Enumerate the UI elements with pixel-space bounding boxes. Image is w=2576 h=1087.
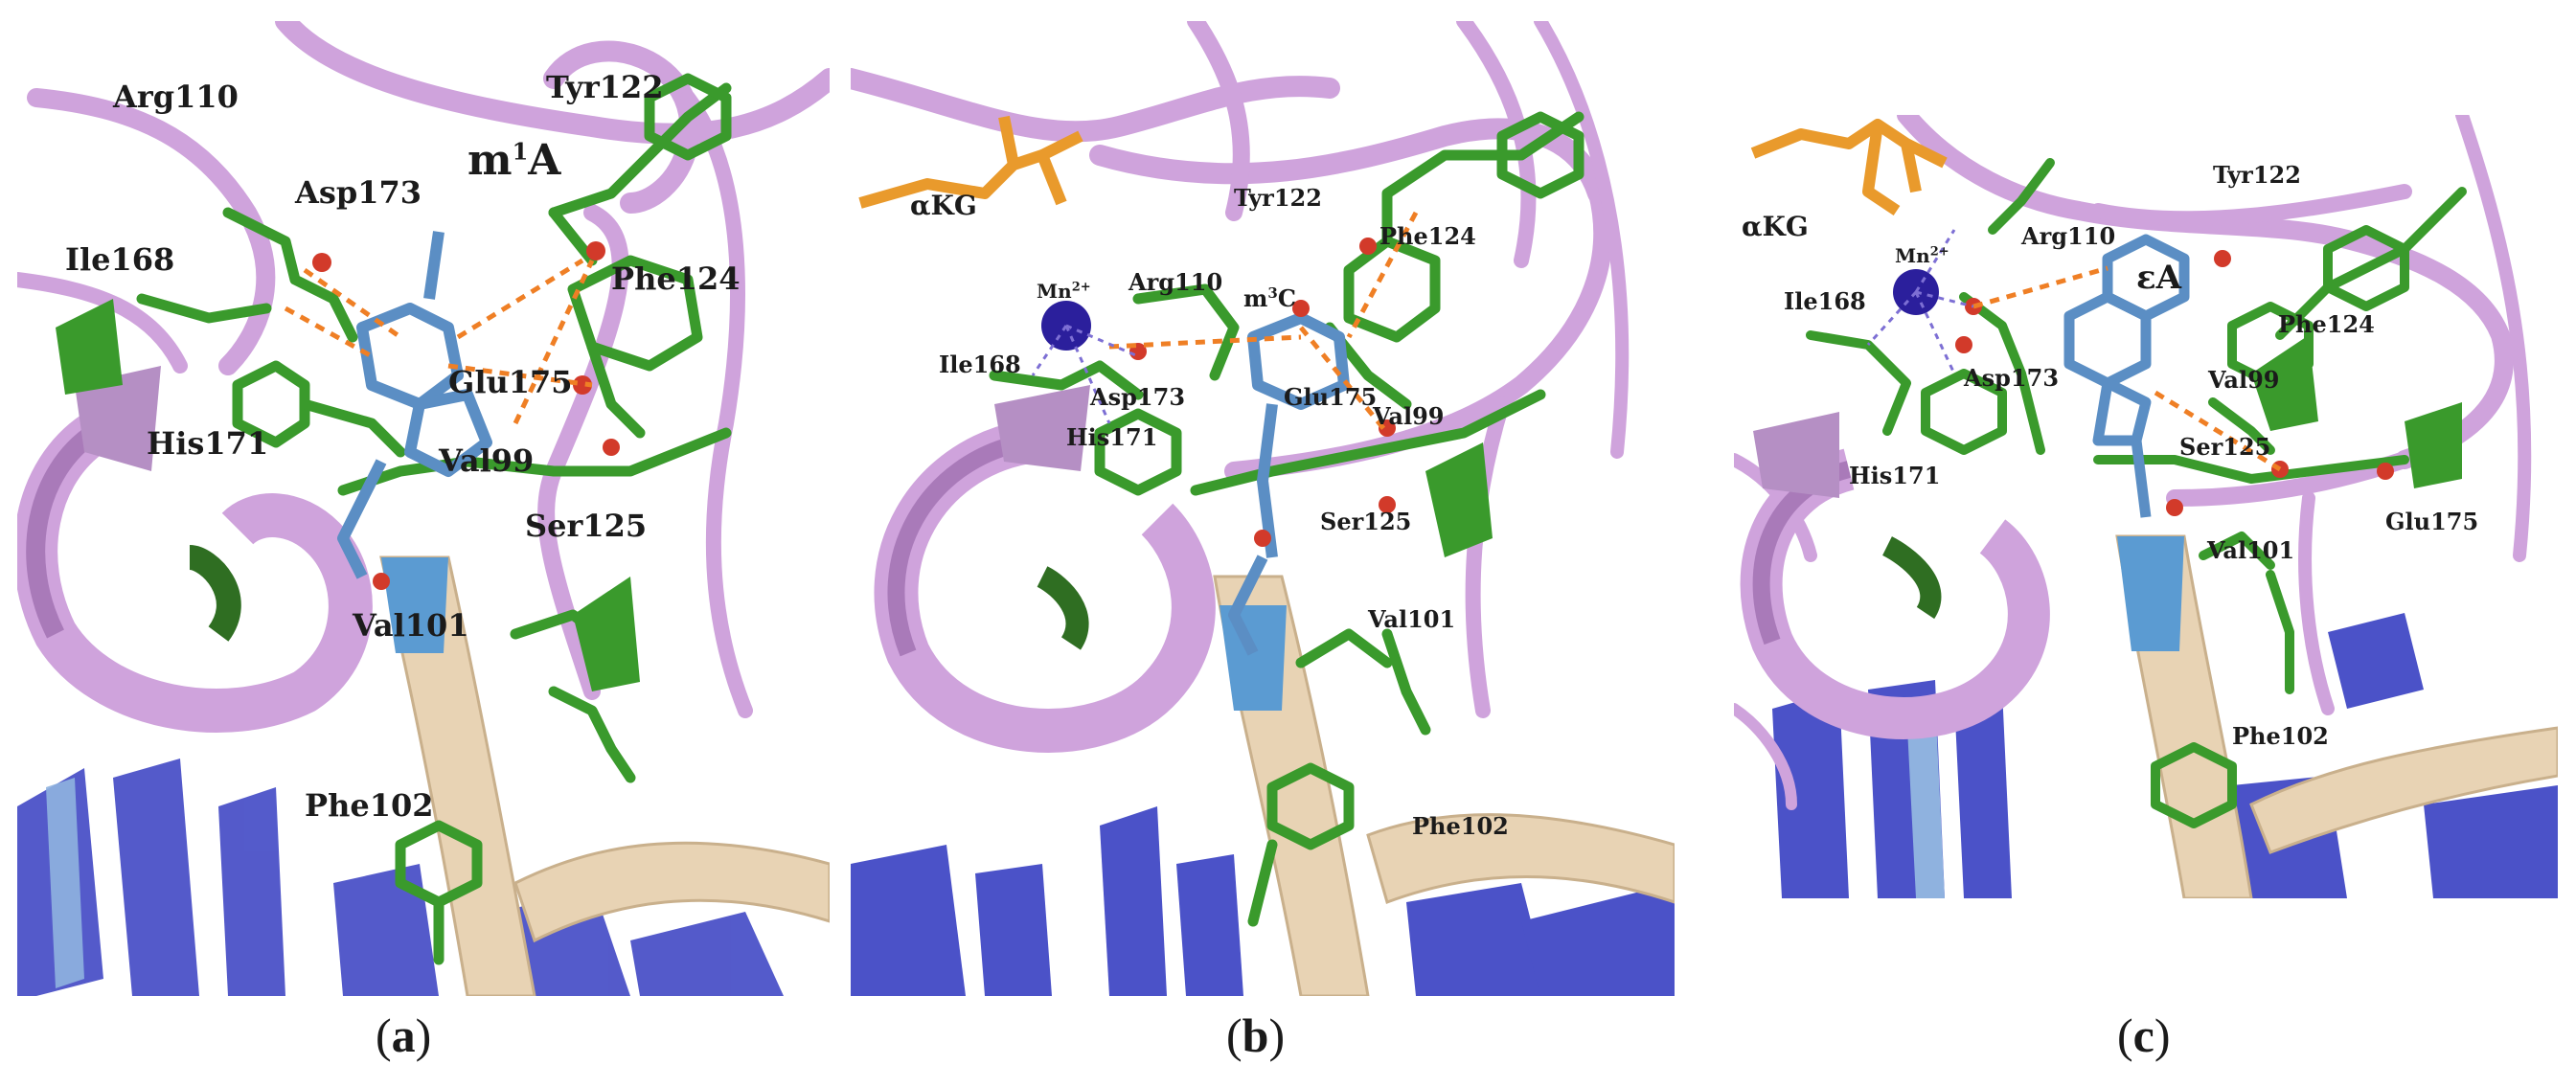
label-akg: αKG (1742, 211, 1809, 242)
label-his171: His171 (147, 425, 269, 462)
label-his171: His171 (1066, 423, 1158, 451)
panel-c-coordination (1866, 229, 1974, 374)
label-val99: Val99 (1373, 402, 1445, 430)
label-arg110: Arg110 (1128, 268, 1223, 296)
caption-c: (c) (2117, 1008, 2171, 1062)
label-asp173: Asp173 (1964, 364, 2060, 392)
panel-b-residues-sticks (989, 111, 1584, 927)
panel-b-oxygens (1129, 238, 1396, 547)
panel-c-residues-sticks (1806, 158, 2467, 828)
label-ser125: Ser125 (525, 508, 648, 544)
caption-a: (a) (376, 1008, 432, 1062)
label-mn: Mn2+ (1037, 280, 1091, 303)
label-tyr122: Tyr122 (546, 69, 664, 105)
panel-b-coordination (1031, 324, 1139, 424)
label-phe102: Phe102 (1412, 812, 1509, 840)
label-arg110: Arg110 (113, 79, 239, 115)
label-ligand-m1a: m1A (467, 136, 561, 185)
label-mn: Mn2+ (1895, 244, 1949, 267)
panel-a: Arg110 Tyr122 Asp173 m1A Ile168 Phe124 G… (17, 21, 830, 996)
panel-a-oxygens (312, 241, 620, 590)
panel-c: αKG Mn2+ Tyr122 Arg110 εA Ile168 Phe124 … (1734, 115, 2558, 898)
label-tyr122: Tyr122 (1234, 184, 1322, 212)
panel-a-protein-ribbons (17, 21, 830, 718)
panel-b-hbonds (1108, 211, 1419, 435)
label-val101: Val101 (353, 607, 469, 644)
label-val99: Val99 (2208, 366, 2280, 394)
label-phe124: Phe124 (1379, 222, 1476, 250)
label-ser125: Ser125 (1320, 508, 1412, 535)
panel-a-structure-render (17, 21, 830, 996)
label-phe124: Phe124 (2278, 310, 2375, 338)
panel-a-hbonds (284, 258, 595, 425)
label-val99: Val99 (439, 442, 535, 479)
label-asp173: Asp173 (295, 174, 422, 211)
label-glu175: Glu175 (448, 364, 573, 400)
panel-c-oxygens (1955, 250, 2394, 516)
panel-c-helix (1740, 412, 2050, 739)
panel-c-ligand (2063, 234, 2190, 518)
label-val101: Val101 (1368, 605, 1456, 633)
panel-b-nucleotide-stack (851, 806, 1675, 996)
panel-c-structure-render (1734, 115, 2558, 898)
label-glu175: Glu175 (2385, 508, 2479, 535)
panel-b: αKG Mn2+ Tyr122 Arg110 Phe124 m3C Ile168… (851, 21, 1675, 996)
caption-b: (b) (1226, 1008, 1286, 1062)
label-his171: His171 (1849, 462, 1941, 489)
panel-a-helix (17, 366, 373, 733)
panel-c-protein-ribbons (1734, 115, 2532, 810)
panel-c-hbonds (1972, 265, 2282, 472)
panel-b-structure-render (851, 21, 1675, 996)
panel-b-helix (874, 385, 1216, 753)
label-akg: αKG (910, 190, 977, 221)
label-phe102: Phe102 (2232, 722, 2329, 750)
label-tyr122: Tyr122 (2213, 161, 2301, 189)
panel-b-cofactor-akg (858, 115, 1083, 209)
panel-b-ligand (1228, 312, 1350, 656)
label-val101: Val101 (2207, 536, 2295, 564)
panel-a-ligand (337, 231, 492, 579)
label-ligand-ea: εA (2136, 259, 2182, 297)
label-ile168: Ile168 (65, 241, 175, 278)
label-arg110: Arg110 (2021, 222, 2116, 250)
label-glu175: Glu175 (1284, 383, 1378, 411)
panel-a-residues-sticks (56, 73, 732, 965)
panel-a-rna-backbone (379, 555, 830, 996)
label-phe124: Phe124 (611, 260, 741, 297)
label-ile168: Ile168 (939, 351, 1021, 378)
panel-c-cofactor-akg (1750, 119, 1948, 215)
label-phe102: Phe102 (305, 787, 434, 824)
label-ligand-m3c: m3C (1243, 284, 1296, 312)
panel-b-protein-ribbons (851, 21, 1630, 718)
panel-a-nucleotide-stack (17, 759, 784, 996)
label-ile168: Ile168 (1784, 287, 1866, 315)
label-ser125: Ser125 (2179, 433, 2271, 461)
label-asp173: Asp173 (1090, 383, 1186, 411)
